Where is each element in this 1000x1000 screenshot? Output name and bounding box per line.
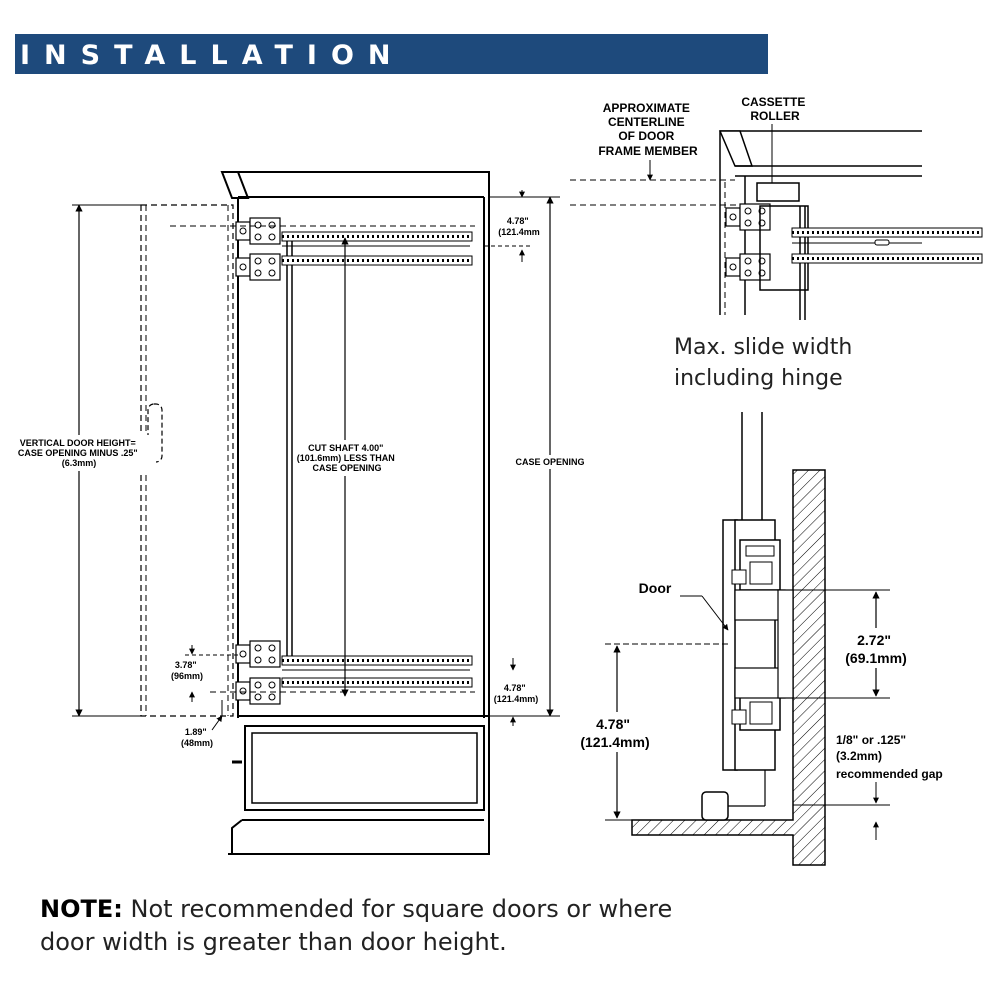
rack-top-upper <box>280 230 474 243</box>
base-drawer <box>244 725 485 811</box>
cut-shaft-label: CUT SHAFT 4.00" (101.6mm) LESS THAN CASE… <box>297 443 398 473</box>
side-section: Door 2.72" (69.1mm) 4.78" (121.4mm) 1/8"… <box>570 412 943 866</box>
detail-hinge-lower <box>725 253 771 281</box>
detail-hinge-upper <box>725 203 771 231</box>
cassette-roller-label: CASSETTE ROLLER <box>741 95 808 123</box>
rack-bottom-lower <box>280 676 474 689</box>
note-text: Not recommended for square doors or wher… <box>40 895 673 956</box>
centerline-label: APPROXIMATE CENTERLINE OF DOOR FRAME MEM… <box>598 101 698 158</box>
page-title: INSTALLATION <box>20 40 405 71</box>
wall-hatch <box>631 469 826 866</box>
top-offset-label: 4.78" (121.4mm <box>498 216 540 237</box>
note: NOTE: Not recommended for square doors o… <box>40 893 680 959</box>
hinge-spacing-label: 3.78" (96mm) <box>171 660 203 681</box>
hinge-bottom-upper <box>235 640 281 668</box>
floor-roller <box>701 791 729 821</box>
door-label: Door <box>639 580 672 596</box>
cabinet-outline <box>222 171 490 855</box>
header-bar <box>15 34 768 74</box>
rack-bottom-upper <box>280 654 474 667</box>
bottom-offset-label: 4.78" (121.4mm) <box>494 683 539 704</box>
side-hinge-spacing-label: 2.72" (69.1mm) <box>845 632 906 666</box>
top-detail: APPROXIMATE CENTERLINE OF DOOR FRAME MEM… <box>570 95 984 320</box>
cassette-roller <box>756 182 800 202</box>
hinge-bottom-lower <box>235 677 281 705</box>
rack-top-lower <box>280 254 474 267</box>
side-bottom-offset-label: 4.78" (121.4mm) <box>580 716 649 750</box>
detail-rack-upper <box>790 226 984 239</box>
hinge-top-lower <box>235 253 281 281</box>
hinge-top-upper <box>235 217 281 245</box>
door-height-label: VERTICAL DOOR HEIGHT= CASE OPENING MINUS… <box>18 438 140 468</box>
gap-label: 1/8" or .125" (3.2mm) recommended gap <box>836 733 943 781</box>
main-elevation: VERTICAL DOOR HEIGHT= CASE OPENING MINUS… <box>2 171 590 855</box>
hinge-edge-label: 1.89" (48mm) <box>181 727 213 748</box>
detail-rack-lower <box>790 252 984 265</box>
cabinet-crown <box>220 171 250 199</box>
note-label: NOTE: <box>40 895 123 923</box>
slide-width-caption: Max. slide width including hinge <box>674 335 853 391</box>
case-opening-label: CASE OPENING <box>515 457 584 467</box>
